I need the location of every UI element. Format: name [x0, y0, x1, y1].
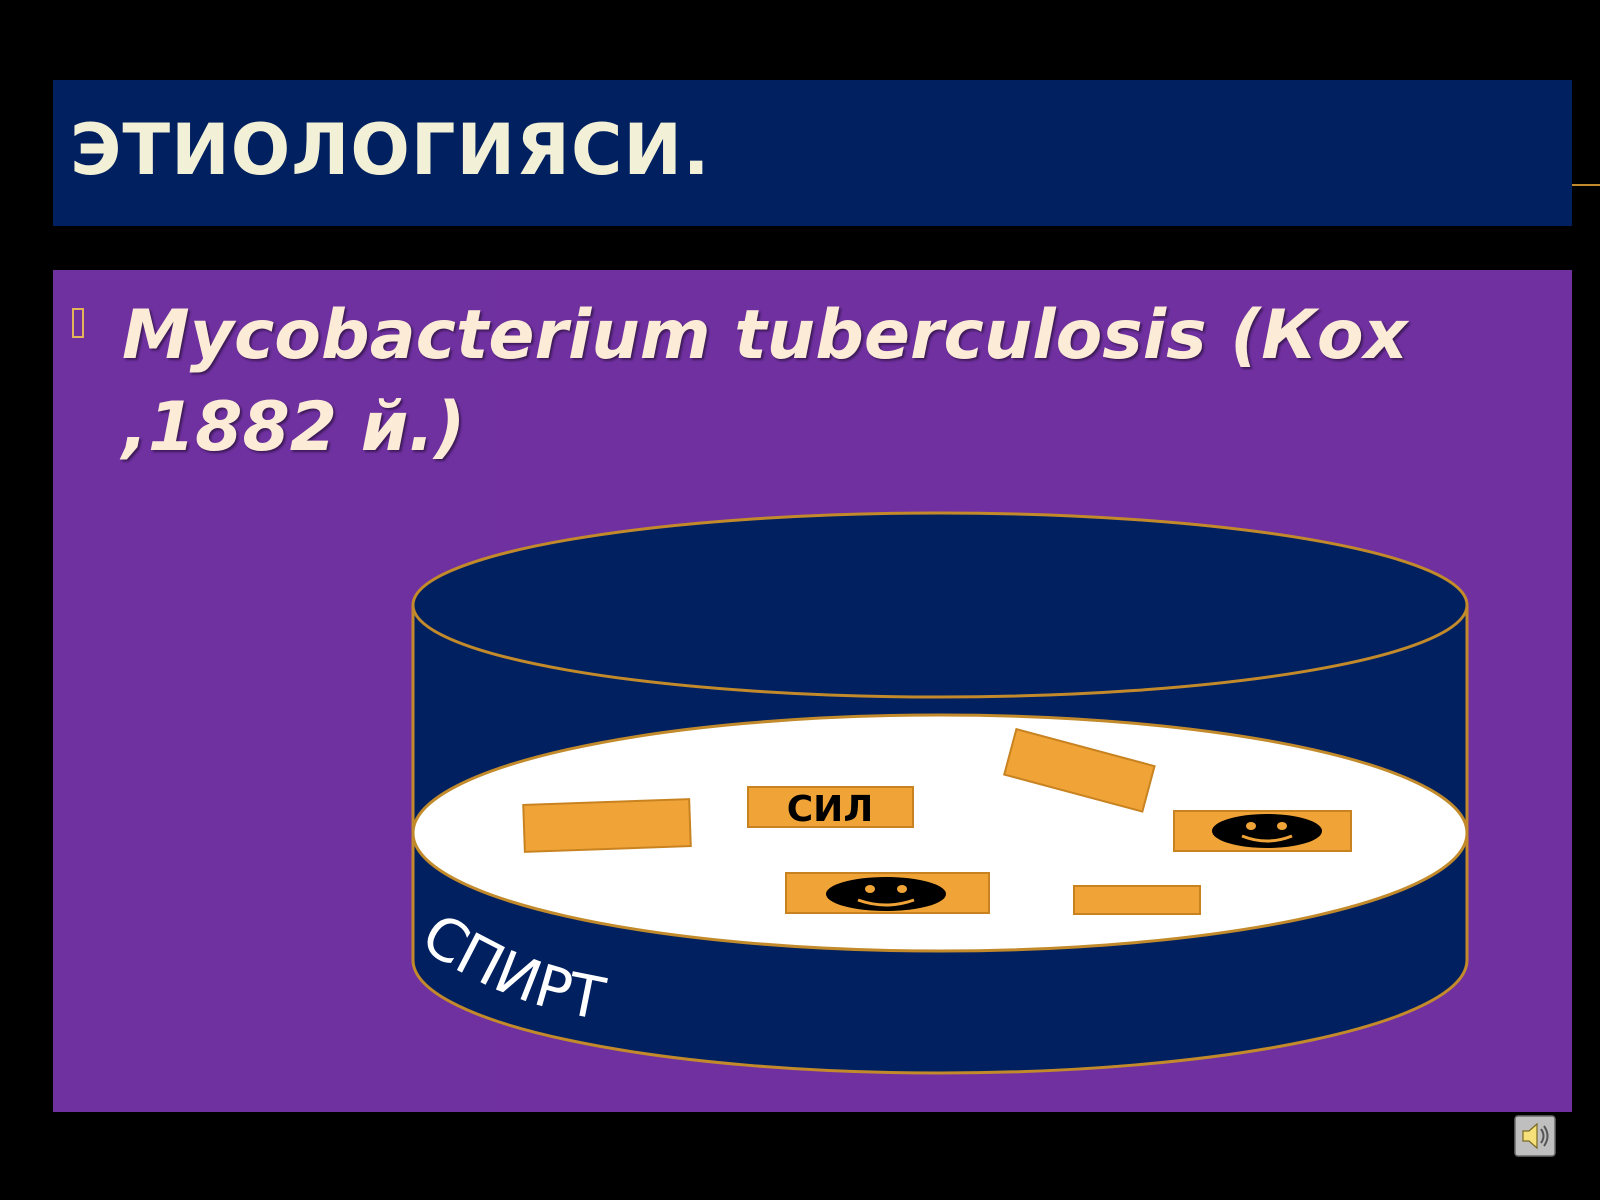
bullet-square-icon — [72, 308, 84, 338]
culture-medium — [411, 713, 1469, 953]
smiley-face-icon — [1212, 814, 1322, 848]
title-bar — [53, 80, 1572, 226]
rod-3 — [1003, 727, 1156, 813]
slide-title: ЭТИОЛОГИЯСИ. — [70, 109, 711, 191]
rod-2 — [747, 786, 914, 828]
dish-rim — [411, 511, 1469, 699]
title-accent-line — [1572, 184, 1600, 186]
rod-1 — [522, 798, 692, 853]
speaker-icon[interactable] — [1514, 1115, 1556, 1157]
smiley-face-icon — [826, 877, 946, 911]
rod-6 — [1073, 885, 1201, 915]
bullet-text: Mycobacterium tuberculosis (Кох ,1882 й.… — [122, 296, 1408, 467]
rod-label: СИЛ — [787, 789, 873, 830]
